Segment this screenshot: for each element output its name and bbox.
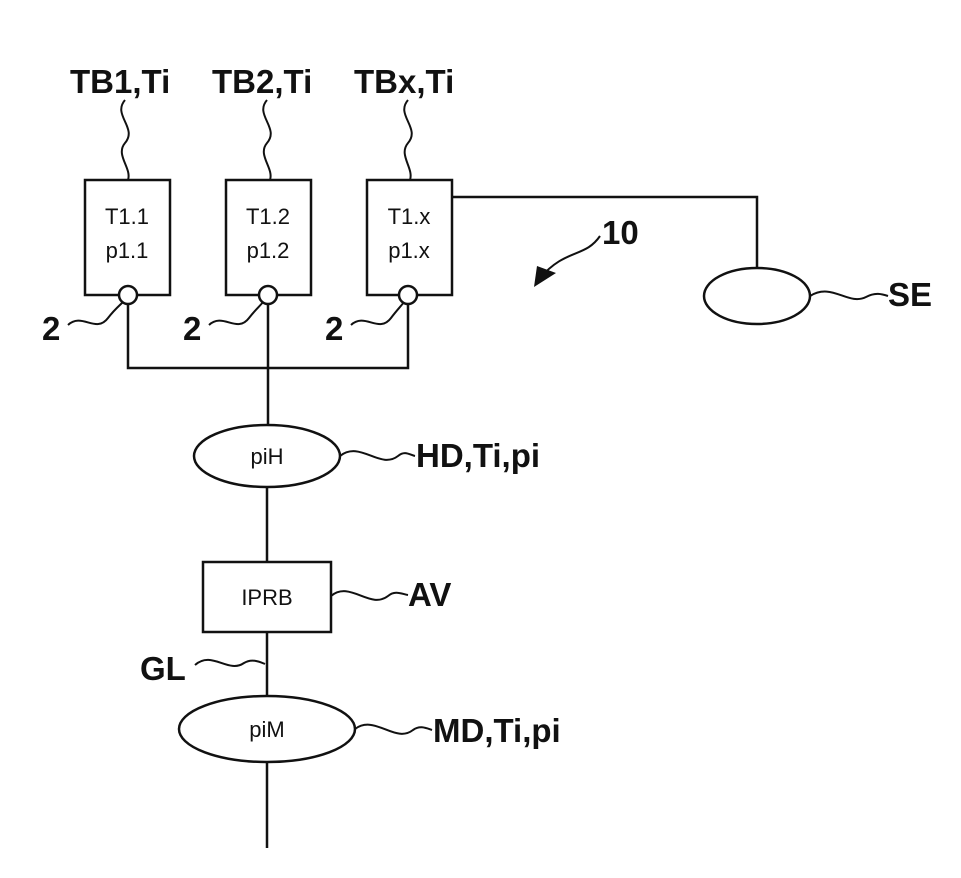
tank-2-id: T1.2 <box>246 204 290 229</box>
high-pressure-value: piH <box>250 444 283 469</box>
high-pressure-label: HD,Ti,pi <box>416 437 540 474</box>
tank-x-port-label: 2 <box>325 310 343 347</box>
tank-1-port-icon <box>119 286 137 304</box>
tank-1-port-leader <box>68 302 123 325</box>
tank-2-port-label: 2 <box>183 310 201 347</box>
tank-x-label-leader <box>404 100 412 180</box>
tank-2-top-label: TB2,Ti <box>212 63 312 100</box>
medium-pressure-label: MD,Ti,pi <box>433 712 561 749</box>
tank-x-pressure: p1.x <box>388 238 430 263</box>
sensor-label: SE <box>888 276 932 313</box>
pressure-regulator-value: IPRB <box>241 585 292 610</box>
tank-1-port-label: 2 <box>42 310 60 347</box>
high-pressure-leader <box>340 451 415 460</box>
gas-line-label: GL <box>140 650 186 687</box>
tank-2: TB2,Ti T1.2 p1.2 2 <box>183 63 312 347</box>
tank-x: TBx,Ti T1.x p1.x 2 <box>325 63 454 347</box>
tank-x-id: T1.x <box>388 204 431 229</box>
medium-pressure-value: piM <box>249 717 284 742</box>
tank-x-port-leader <box>351 302 404 325</box>
regulator-label: AV <box>408 576 451 613</box>
regulator-leader <box>331 591 408 600</box>
tank-1-id: T1.1 <box>105 204 149 229</box>
sensor-label-leader <box>810 292 888 300</box>
medium-pressure-leader <box>355 725 432 734</box>
tank-2-port-icon <box>259 286 277 304</box>
tank-2-pressure: p1.2 <box>247 238 290 263</box>
tank-x-port-icon <box>399 286 417 304</box>
gas-line-leader <box>195 660 265 666</box>
tank-2-port-leader <box>209 302 263 325</box>
tank-2-label-leader <box>263 100 271 180</box>
tank-1: TB1,Ti T1.1 p1.1 2 <box>42 63 170 347</box>
system-reference-number: 10 <box>602 214 639 251</box>
tank-1-top-label: TB1,Ti <box>70 63 170 100</box>
tank-1-label-leader <box>121 100 129 180</box>
sensor-element <box>704 268 810 324</box>
reference-arrow-head-icon <box>534 266 556 287</box>
tank-x-top-label: TBx,Ti <box>354 63 454 100</box>
tank-1-pressure: p1.1 <box>106 238 149 263</box>
